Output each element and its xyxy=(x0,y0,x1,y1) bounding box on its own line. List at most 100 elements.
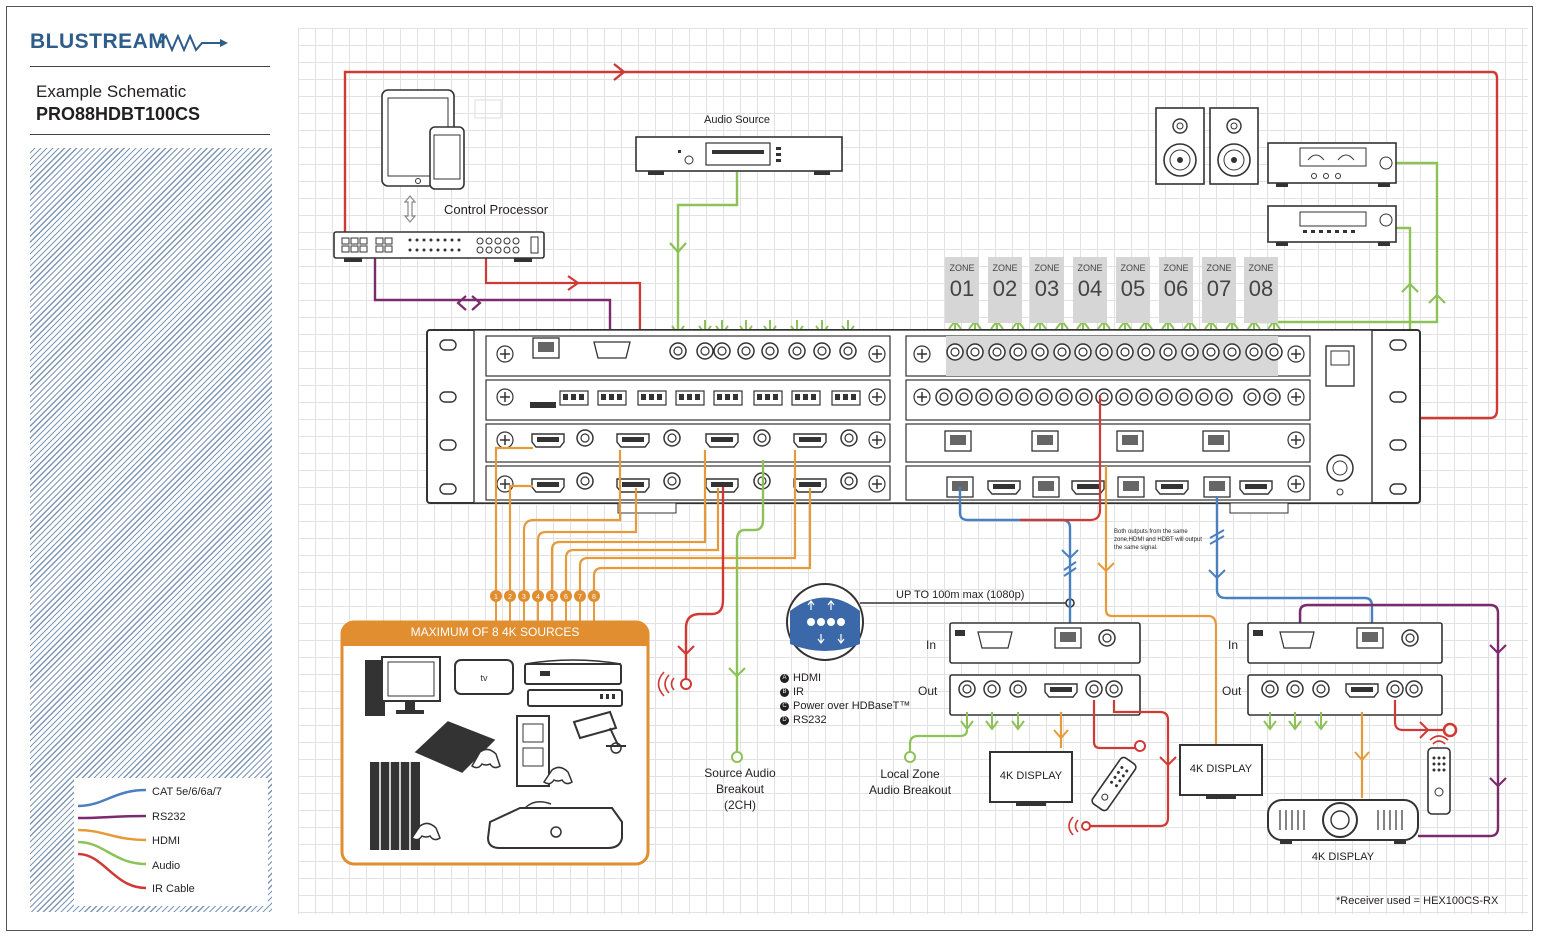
local-line-2: Audio Breakout xyxy=(868,783,952,797)
tv-display-icon xyxy=(1179,744,1263,799)
feature-text: HDMI xyxy=(793,672,822,684)
local-line-1: Local Zone xyxy=(880,767,940,781)
brand-logo: BLUSTREAM xyxy=(30,30,166,54)
svg-text:tv: tv xyxy=(480,673,488,683)
matrix-switcher xyxy=(426,329,1421,514)
zone-label-04: ZONE 04 xyxy=(1073,257,1107,323)
source-number-7: 7 xyxy=(574,590,586,622)
feature-text: Power over HDBaseT™ xyxy=(793,700,911,712)
sidebar: BLUSTREAM Example Schematic PRO88HDBT100… xyxy=(22,22,274,914)
legend-audio: Audio xyxy=(152,860,181,872)
svg-text:1: 1 xyxy=(494,594,498,601)
feature-c: C Power over HDBaseT™ xyxy=(780,700,910,712)
bidirectional-arrow-icon xyxy=(403,195,417,223)
rx1-audio-arrows xyxy=(960,712,1025,731)
logo-text: BLUSTREAM xyxy=(30,30,167,53)
zone-number: 07 xyxy=(1207,276,1231,301)
projector-icon xyxy=(1267,799,1419,844)
ir-signal-icon xyxy=(1429,735,1449,745)
audio-source-device xyxy=(635,136,843,175)
zone-label-01: ZONE 01 xyxy=(945,257,979,323)
game-console-icon xyxy=(414,721,501,773)
receiver-2 xyxy=(1247,622,1443,716)
feature-d: D RS232 xyxy=(780,714,827,726)
legend-rs232: RS232 xyxy=(152,811,186,823)
speaker-icon xyxy=(1209,107,1259,185)
ir-emitter-icon xyxy=(657,671,675,697)
svg-text:2: 2 xyxy=(508,594,512,601)
stb-icon xyxy=(524,659,622,685)
feature-letter: B xyxy=(780,687,789,697)
zone-note: Both outputs from the same zone,HDMI and… xyxy=(1114,529,1202,551)
feature-letter: D xyxy=(780,715,789,725)
source-number-4: 4 xyxy=(532,590,544,622)
ir-emitter-icon xyxy=(1068,816,1079,836)
zone-label-05: ZONE 05 xyxy=(1116,257,1150,323)
display-c-label: 4K DISPLAY xyxy=(1311,851,1375,863)
distance-label: UP TO 100m max (1080p) xyxy=(896,589,1025,601)
source-number-3: 3 xyxy=(518,590,530,622)
legend-ir: IR Cable xyxy=(152,883,195,895)
zone-number: 05 xyxy=(1121,276,1145,301)
zone-number: 08 xyxy=(1249,276,1273,301)
speaker-icon xyxy=(1155,107,1205,185)
receiver-note: *Receiver used = HEX100CS-RX xyxy=(1336,895,1499,907)
zone-word: ZONE xyxy=(1120,263,1145,273)
zone-number: 02 xyxy=(993,276,1017,301)
receiver-1 xyxy=(949,622,1141,716)
feature-b: B IR xyxy=(780,686,804,698)
svg-text:8: 8 xyxy=(592,594,596,601)
source-number-8: 8 xyxy=(588,590,600,622)
amplifier-icon xyxy=(1267,205,1397,246)
logo-wave-icon xyxy=(160,34,228,52)
control-processor-label: Control Processor xyxy=(444,202,549,217)
source-audio-breakout-label: Source Audio Breakout (2CH) xyxy=(690,765,790,813)
source-number-2: 2 xyxy=(504,590,516,622)
tv-display-icon xyxy=(989,751,1073,806)
zone-word: ZONE xyxy=(1163,263,1188,273)
zone-label-08: ZONE 08 xyxy=(1244,257,1278,323)
source-number-1: 1 xyxy=(490,590,502,622)
cable-legend: CAT 5e/6/6a/7 RS232 HDMI Audio IR Cable xyxy=(74,778,268,906)
hdmi-source-cables xyxy=(494,446,812,590)
rx1-in-label: In xyxy=(926,638,937,652)
zone-label-06: ZONE 06 xyxy=(1159,257,1193,323)
phone-icon xyxy=(429,126,465,190)
zone-number: 06 xyxy=(1164,276,1188,301)
feature-text: RS232 xyxy=(793,714,827,726)
zone-number: 01 xyxy=(950,276,974,301)
zone-number: 04 xyxy=(1078,276,1102,301)
remote-icon xyxy=(1427,747,1451,815)
zone-word: ZONE xyxy=(1206,263,1231,273)
remote-icon xyxy=(1091,756,1137,812)
blu-ray-icon xyxy=(527,689,623,707)
rx2-out-label: Out xyxy=(1222,684,1242,698)
feature-letter: C xyxy=(780,701,789,711)
local-zone-breakout-label: Local Zone Audio Breakout xyxy=(858,766,962,798)
model-name: PRO88HDBT100CS xyxy=(36,104,201,124)
divider xyxy=(30,66,270,67)
legend-swatches xyxy=(77,788,147,890)
zone-word: ZONE xyxy=(1248,263,1273,273)
ps4-icon xyxy=(370,762,441,850)
zone-label-07: ZONE 07 xyxy=(1202,257,1236,323)
svg-text:4: 4 xyxy=(536,594,540,601)
zone-word: ZONE xyxy=(949,263,974,273)
feature-text: IR xyxy=(793,686,804,698)
zone-word: ZONE xyxy=(1077,263,1102,273)
zone-labels: ZONE01ZONE02ZONE03ZONE04ZONE05ZONE06ZONE… xyxy=(945,257,1278,323)
hdbaset-badge xyxy=(786,583,864,661)
xbox-icon xyxy=(516,715,573,787)
divider xyxy=(30,134,270,135)
zone-number: 03 xyxy=(1035,276,1059,301)
legend-hdmi: HDMI xyxy=(152,835,181,847)
breakout-line-2: Breakout xyxy=(715,782,765,796)
rx2-in-label: In xyxy=(1228,638,1239,652)
rx2-audio-arrows xyxy=(1263,712,1328,731)
svg-text:5: 5 xyxy=(550,594,554,601)
source-number-5: 5 xyxy=(546,590,558,622)
